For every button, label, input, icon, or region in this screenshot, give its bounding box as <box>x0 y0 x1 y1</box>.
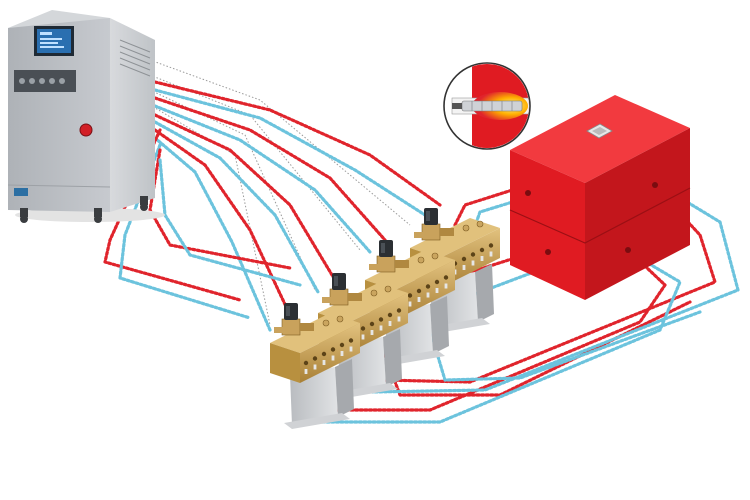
temperature-control-unit-icon <box>7 10 165 223</box>
solenoid-valve-icon <box>274 303 314 336</box>
sprue-bushing-icon <box>586 123 613 139</box>
hot-line-4 <box>153 128 292 317</box>
mold-hot-top-left <box>453 184 527 227</box>
hot-line-3 <box>153 113 337 282</box>
cold-line-4 <box>153 136 272 332</box>
hot-line-2 <box>153 96 387 242</box>
heater-cartridge-detail-icon <box>443 62 531 150</box>
cold-line-1 <box>153 88 427 217</box>
cold-line-3 <box>153 120 320 294</box>
hot-line-1 <box>153 80 442 207</box>
distribution-manifold-icon <box>270 303 360 429</box>
cold-line-2 <box>153 104 372 254</box>
mold-block-icon <box>509 95 691 300</box>
emergency-stop-icon <box>79 123 93 137</box>
solenoid-valve-icon <box>414 208 454 241</box>
solenoid-valve-icon <box>322 273 362 306</box>
solenoid-valve-icon <box>369 240 409 273</box>
